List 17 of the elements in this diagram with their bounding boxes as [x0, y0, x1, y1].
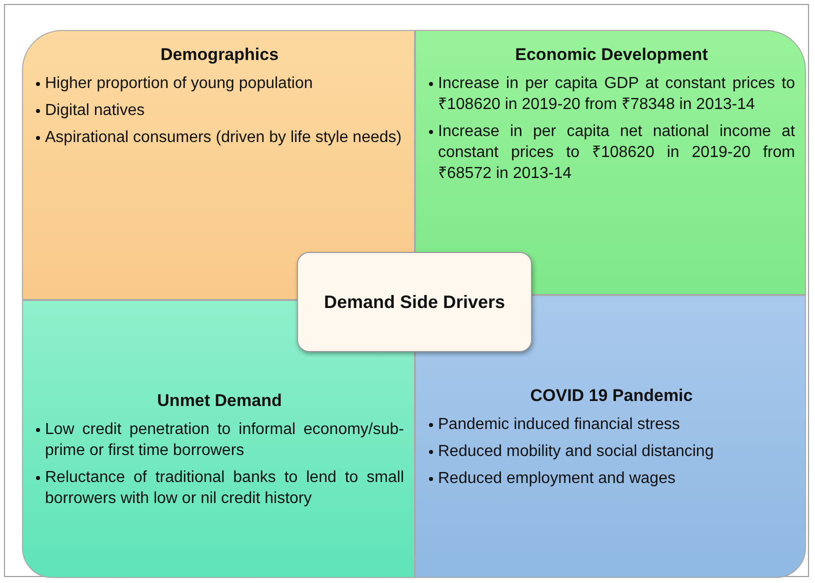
bullet-point: Aspirational consumers (driven by life style needs): [45, 128, 403, 148]
panel-heading: COVID 19 Pandemic: [529, 386, 694, 406]
panel-heading: Demographics: [159, 45, 280, 65]
bullet-point: Higher proportion of young population: [45, 74, 314, 94]
panel-heading: Economic Development: [514, 45, 709, 65]
panel-heading: Demand Side Drivers: [324, 292, 506, 312]
panel-heading: Unmet Demand: [156, 391, 283, 411]
center-box: [297, 252, 532, 352]
bullet-point: Low credit penetration to informal economy/sub-prime or first time borrowers: [45, 420, 404, 461]
bullet-point: Pandemic induced financial stress: [438, 415, 681, 435]
bullet-point: Increase in per capita net national income at constant prices to ₹108620 in 2019-20 from ₹68572 in 2013-14: [438, 122, 795, 184]
bullet-point: Reduced employment and wages: [438, 469, 676, 489]
bullet-point: Reluctance of traditional banks to lend to small borrowers with low or nil credit history: [45, 468, 404, 509]
quadrant-panel: [415, 30, 806, 295]
bullet-point: Reduced mobility and social distancing: [438, 442, 715, 462]
bullet-point: Digital natives: [45, 101, 146, 121]
bullet-point: Increase in per capita GDP at constant prices to ₹108620 in 2019-20 from ₹78348 in 2013-14: [438, 74, 795, 115]
